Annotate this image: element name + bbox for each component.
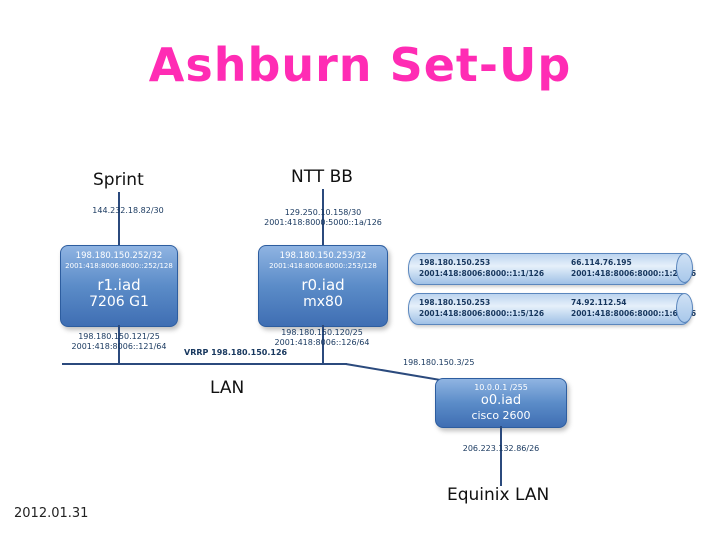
vrrp-label: VRRP 198.180.150.126 [184,348,288,357]
tunnel1-local-ipv6: 2001:418:8006:8000::1:1/126 [419,268,545,278]
tunnel2-local-ipv4: 198.180.150.253 [419,298,491,307]
slide-title: Ashburn Set-Up [148,38,572,92]
router-r0-node: 198.180.150.253/32 2001:418:8006:8000::2… [258,245,388,327]
r0-hostname: r0.iad [301,276,345,295]
ntt-bb-label: NTT BB [291,167,353,187]
tunnel2-remote-ipv4: 74.92.112.54 [571,298,627,307]
r1-loopback-ipv6: 2001:418:8006:8000::252/128 [65,261,173,270]
o0-hostname: o0.iad [480,393,522,408]
r1-lan-ipv4: 198.180.150.121/25 [78,332,160,341]
slide-date: 2012.01.31 [14,506,89,521]
router-o0-node: 10.0.0.1 /255 o0.iad cisco 2600 [435,378,567,428]
sprint-uplink-ip: 144.232.18.82/30 [92,206,164,215]
tunnel2-remote-ipv6: 2001:418:8006:8000::1:6/126 [571,308,697,318]
router-r1-node: 198.180.150.252/32 2001:418:8006:8000::2… [60,245,178,327]
lan-branch-ip: 198.180.150.3/25 [403,358,475,367]
tunnel2-local-ipv6: 2001:418:8006:8000::1:5/126 [419,308,545,318]
ntt-uplink-ipv6: 2001:418:8000:5000::1a/126 [264,218,382,227]
o0-wan-ip: 10.0.0.1 /255 [474,383,528,392]
equinix-downstream-ip: 206.223.132.86/26 [462,444,540,453]
sprint-label: Sprint [93,170,144,190]
ntt-uplink-ipv4: 129.250.10.158/30 [284,208,362,217]
r1-model: 7206 G1 [89,294,149,311]
sprint-uplink-line [118,192,120,245]
r1-hostname: r1.iad [97,276,141,295]
r1-loopback-ipv4: 198.180.150.252/32 [75,251,163,261]
r1-lan-ipv6: 2001:418:8006::121/64 [71,342,167,351]
o0-equinix-line [500,426,502,486]
r0-model: mx80 [303,294,343,311]
r0-loopback-ipv4: 198.180.150.253/32 [279,251,367,261]
tunnel-cylinder-1: 198.180.150.253 2001:418:8006:8000::1:1/… [408,253,696,285]
r1-lan-line [118,325,120,364]
r0-lan-ipv4: 198.180.150.120/25 [281,328,363,337]
r0-lan-ipv6: 2001:418:8006::126/64 [274,338,370,347]
tunnel1-local-ipv4: 198.180.150.253 [419,258,491,267]
ntt-uplink-line [322,189,324,245]
o0-model: cisco 2600 [471,408,531,422]
r0-loopback-ipv6: 2001:418:8006:8000::253/128 [269,261,377,270]
lan-label: LAN [210,378,245,398]
tunnel1-remote-ipv4: 66.114.76.195 [571,258,632,267]
equinix-lan-label: Equinix LAN [447,485,550,505]
tunnel-cylinder-2: 198.180.150.253 2001:418:8006:8000::1:5/… [408,293,696,325]
r0-lan-line [322,325,324,364]
tunnel1-remote-ipv6: 2001:418:8006:8000::1:2/126 [571,268,697,278]
lan-bus-line [62,363,347,365]
